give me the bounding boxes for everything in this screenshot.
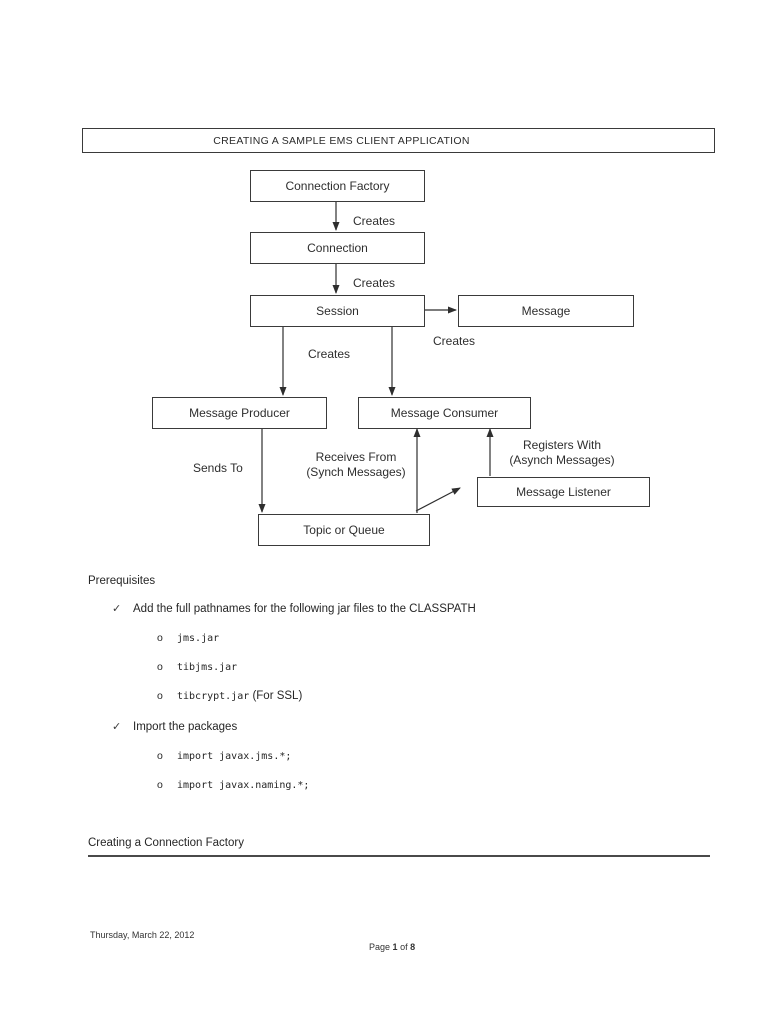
edge-label-registers-with-line2: (Asynch Messages)	[509, 453, 615, 467]
circle-bullet-icon: o	[157, 779, 163, 791]
edge-label-receives-from: Receives From (Synch Messages)	[291, 450, 421, 480]
section-heading: Creating a Connection Factory	[88, 837, 244, 849]
jar-file-note: (For SSL)	[249, 690, 303, 702]
footer-page-total: 8	[410, 942, 416, 952]
circle-bullet-icon: o	[157, 661, 163, 673]
prereq-subitem-tibjms-jar: o tibjms.jar	[157, 661, 237, 673]
jar-file-name: tibcrypt.jar	[177, 691, 250, 702]
prereq-item-imports: ✓ Import the packages	[112, 720, 237, 733]
footer-page-label: Page	[369, 942, 391, 952]
footer-of-label: of	[400, 942, 408, 952]
edge-label-creates-connection: Creates	[353, 214, 396, 228]
prereq-item-label: Import the packages	[133, 721, 238, 733]
edge-label-sends-to: Sends To	[193, 461, 243, 475]
node-message-consumer: Message Consumer	[358, 397, 531, 429]
circle-bullet-icon: o	[157, 750, 163, 762]
document-title: CREATING A SAMPLE EMS CLIENT APPLICATION	[213, 134, 470, 147]
circle-bullet-icon: o	[157, 632, 163, 644]
prereq-subitem-tibcrypt-jar: o tibcrypt.jar (For SSL)	[157, 690, 302, 702]
prereq-subitem-jms-jar: o jms.jar	[157, 632, 219, 644]
prereq-item-classpath: ✓ Add the full pathnames for the followin…	[112, 602, 476, 615]
jar-file-name: jms.jar	[177, 633, 220, 644]
prereq-item-label: Add the full pathnames for the following…	[133, 603, 476, 615]
edge-label-receives-from-line1: Receives From	[315, 450, 397, 464]
import-statement: import javax.jms.*;	[177, 751, 292, 762]
footer-date: Thursday, March 22, 2012	[90, 930, 195, 940]
node-topic-or-queue: Topic or Queue	[258, 514, 430, 546]
edge-label-receives-from-line2: (Synch Messages)	[306, 465, 406, 479]
prerequisites-heading: Prerequisites	[88, 575, 156, 587]
jar-file-name: tibjms.jar	[177, 662, 238, 673]
prereq-subitem-import-naming: o import javax.naming.*;	[157, 779, 309, 791]
edge-label-registers-with: Registers With (Asynch Messages)	[497, 438, 627, 468]
checkmark-icon: ✓	[112, 603, 122, 615]
section-divider	[88, 855, 710, 857]
node-session: Session	[250, 295, 425, 327]
title-banner: CREATING A SAMPLE EMS CLIENT APPLICATION	[82, 128, 715, 153]
node-message-producer: Message Producer	[152, 397, 327, 429]
checkmark-icon: ✓	[112, 721, 122, 733]
edge-label-registers-with-line1: Registers With	[522, 438, 602, 452]
edge-label-creates-message: Creates	[433, 334, 476, 348]
node-connection: Connection	[250, 232, 425, 264]
edge-label-creates-producer-consumer: Creates	[308, 347, 351, 361]
node-connection-factory: Connection Factory	[250, 170, 425, 202]
node-message: Message	[458, 295, 634, 327]
import-statement: import javax.naming.*;	[177, 780, 310, 791]
circle-bullet-icon: o	[157, 690, 163, 702]
edge-label-creates-session: Creates	[353, 276, 396, 290]
footer-page-current: 1	[392, 942, 398, 952]
node-message-listener: Message Listener	[477, 477, 650, 507]
footer-page-number: Page 1 of 8	[369, 942, 415, 952]
prereq-subitem-import-jms: o import javax.jms.*;	[157, 750, 291, 762]
